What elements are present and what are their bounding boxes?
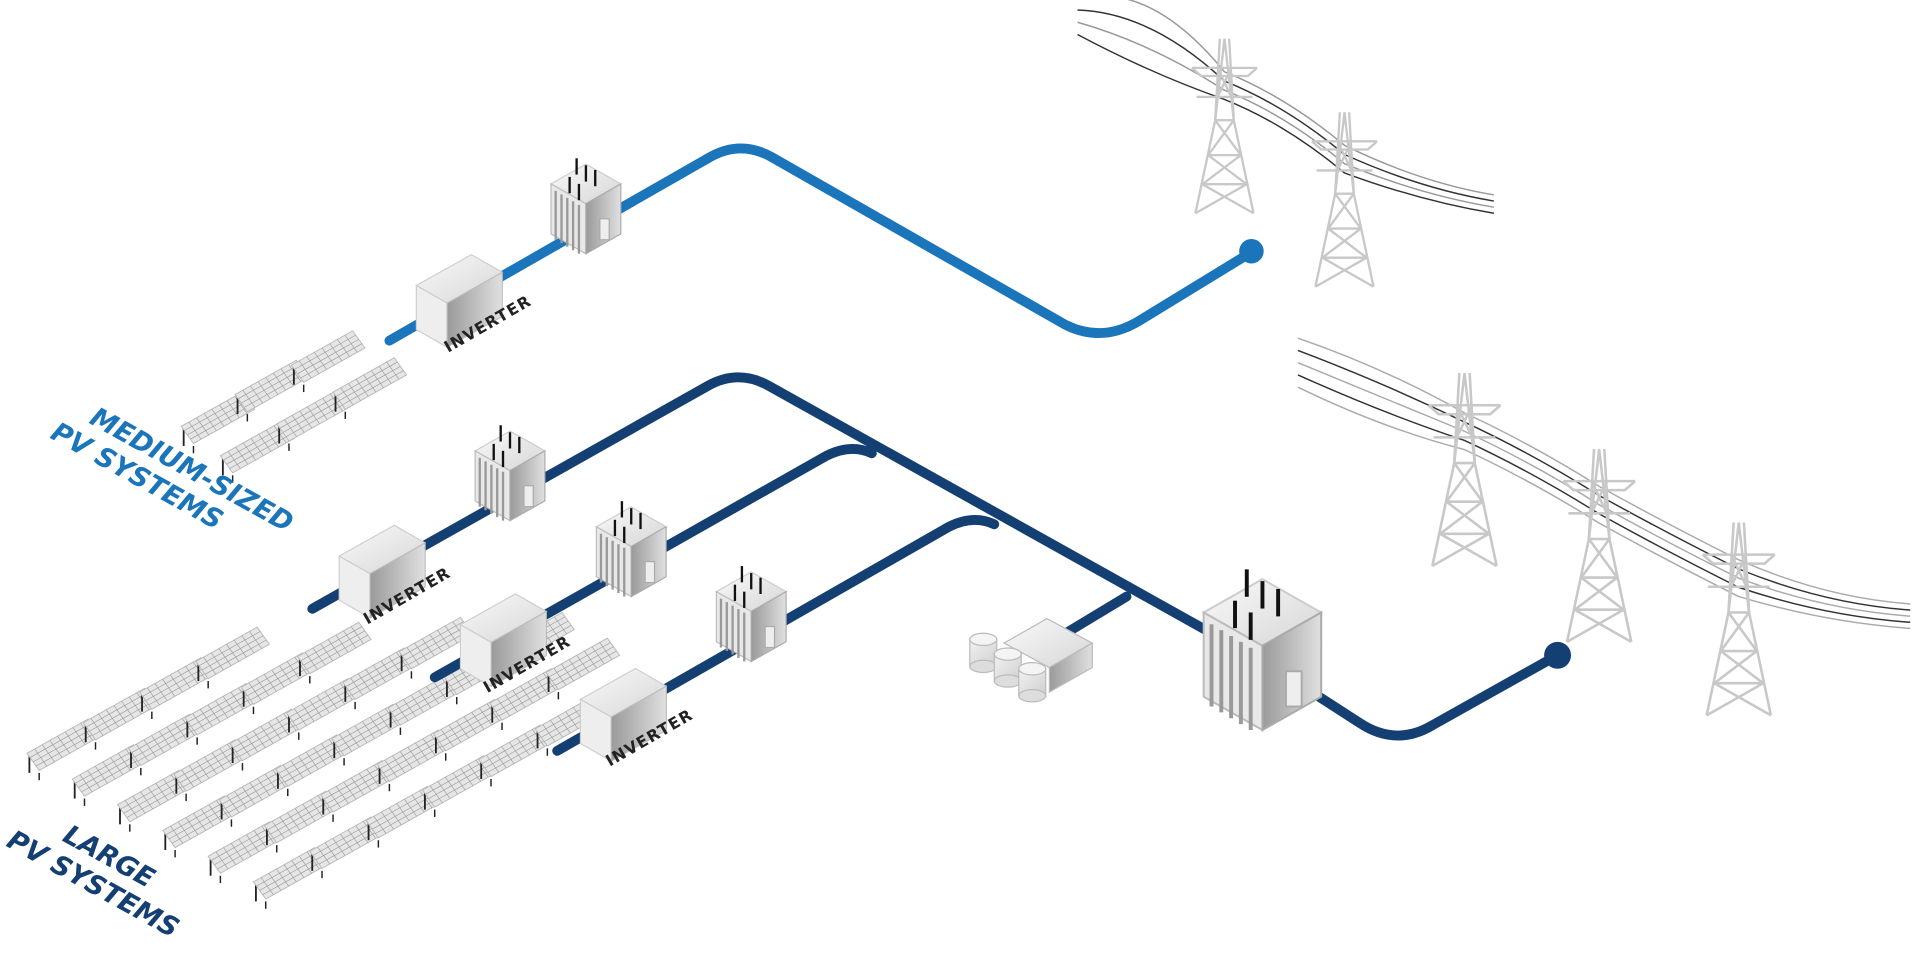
- inverter-icon: [459, 593, 548, 688]
- inverter-icon: [338, 524, 427, 619]
- solar-panel-icon: [195, 626, 271, 689]
- solar-panel-icon: [184, 682, 260, 745]
- transmission-tower-icon: [1191, 38, 1258, 215]
- transmission-tower-icon: [1311, 112, 1378, 288]
- solar-panel-icon: [332, 357, 408, 420]
- solar-panel-icon: [138, 657, 214, 719]
- medium-system-cable: [384, 143, 1254, 346]
- power-line: [1297, 386, 1911, 630]
- transmission-tower-icon: [1427, 372, 1502, 568]
- power-line: [1297, 361, 1911, 617]
- power-line: [1077, 33, 1494, 215]
- transmission-towers: [1191, 38, 1776, 717]
- solar-panel-icon: [296, 621, 372, 684]
- power-line: [1297, 337, 1911, 605]
- solar-panel-icon: [285, 677, 361, 740]
- inverter-icon: [579, 667, 668, 763]
- grid-connection-dot-icon: [1544, 641, 1572, 669]
- large-system-cables: [307, 372, 1560, 756]
- solar-panel-icon: [290, 330, 366, 393]
- transformer-icon: [473, 425, 547, 522]
- solar-panel-icon: [342, 647, 418, 710]
- solar-panel-field: [26, 330, 621, 909]
- power-lines: [1077, 0, 1911, 630]
- equipment: [338, 158, 1324, 763]
- grid-connection-dot-icon: [1239, 239, 1264, 264]
- solar-panel-icon: [173, 739, 249, 802]
- transmission-tower-icon: [1562, 448, 1637, 643]
- power-line: [1077, 9, 1494, 202]
- solar-panel-icon: [229, 708, 305, 771]
- power-line: [1077, 21, 1494, 208]
- inverter-icon: [415, 254, 504, 349]
- storage-tank-icon: [969, 617, 1094, 703]
- transmission-tower-icon: [1701, 522, 1776, 717]
- solar-panel-icon: [545, 637, 621, 700]
- solar-panel-icon: [489, 668, 564, 731]
- transformer-icon: [595, 501, 668, 598]
- solar-panel-icon: [263, 790, 339, 853]
- transformer-icon: [549, 158, 622, 255]
- transformer-icon: [715, 566, 788, 663]
- solar-panel-icon: [207, 821, 283, 884]
- transformer-icon: [1201, 569, 1324, 732]
- solar-panel-icon: [398, 616, 474, 679]
- power-line: [1127, 0, 1494, 196]
